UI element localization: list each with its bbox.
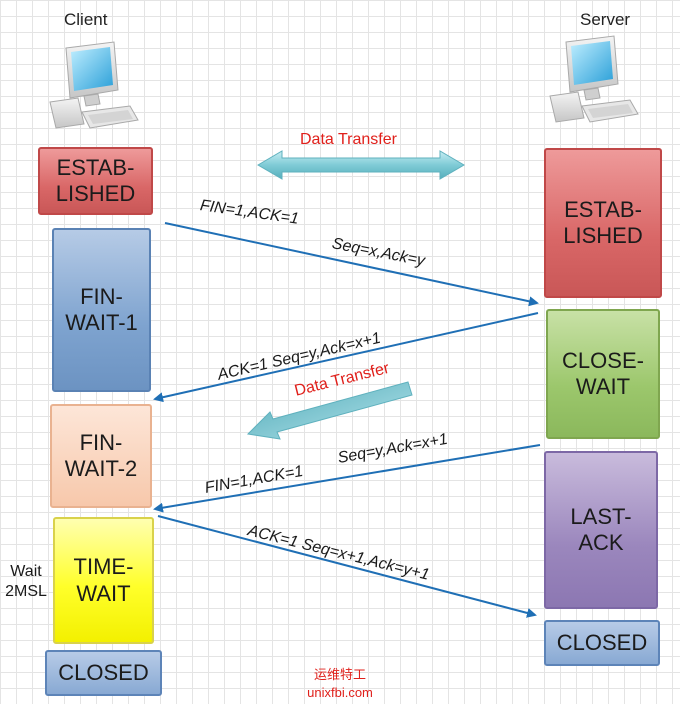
server-state-closed: CLOSED xyxy=(544,620,660,666)
data-transfer-label-1: Data Transfer xyxy=(300,131,397,148)
watermark-line2: unixfbi.com xyxy=(307,684,373,700)
wait-note-line2: 2MSL xyxy=(5,583,47,600)
server-computer-icon xyxy=(549,35,639,123)
client-state-fin-wait-2: FIN- WAIT-2 xyxy=(50,404,152,508)
client-label: Client xyxy=(64,10,108,29)
msg-arrow-fin2 xyxy=(153,444,541,513)
client-state-time-wait: TIME- WAIT xyxy=(53,517,154,644)
msg-arrow-ack2 xyxy=(157,515,537,618)
client-state-fin-wait-1: FIN- WAIT-1 xyxy=(52,228,151,392)
wait-note-line1: Wait xyxy=(10,563,42,580)
data-transfer-arrow-2 xyxy=(246,381,413,440)
server-label: Server xyxy=(580,10,631,29)
server-state-close-wait: CLOSE- WAIT xyxy=(546,309,660,439)
watermark: 运维特工 unixfbi.com xyxy=(290,666,390,701)
server-state-established: ESTAB- LISHED xyxy=(544,148,662,298)
wait-2msl-note: Wait 2MSL xyxy=(2,562,50,602)
client-computer-icon xyxy=(49,41,139,129)
msg-arrow-ack1 xyxy=(153,312,539,403)
client-state-established: ESTAB- LISHED xyxy=(38,147,153,215)
data-transfer-arrow-1 xyxy=(257,150,465,180)
msg-arrow-fin1 xyxy=(164,222,539,307)
client-state-closed: CLOSED xyxy=(45,650,162,696)
server-state-last-ack: LAST- ACK xyxy=(544,451,658,609)
watermark-line1: 运维特工 xyxy=(313,667,366,682)
